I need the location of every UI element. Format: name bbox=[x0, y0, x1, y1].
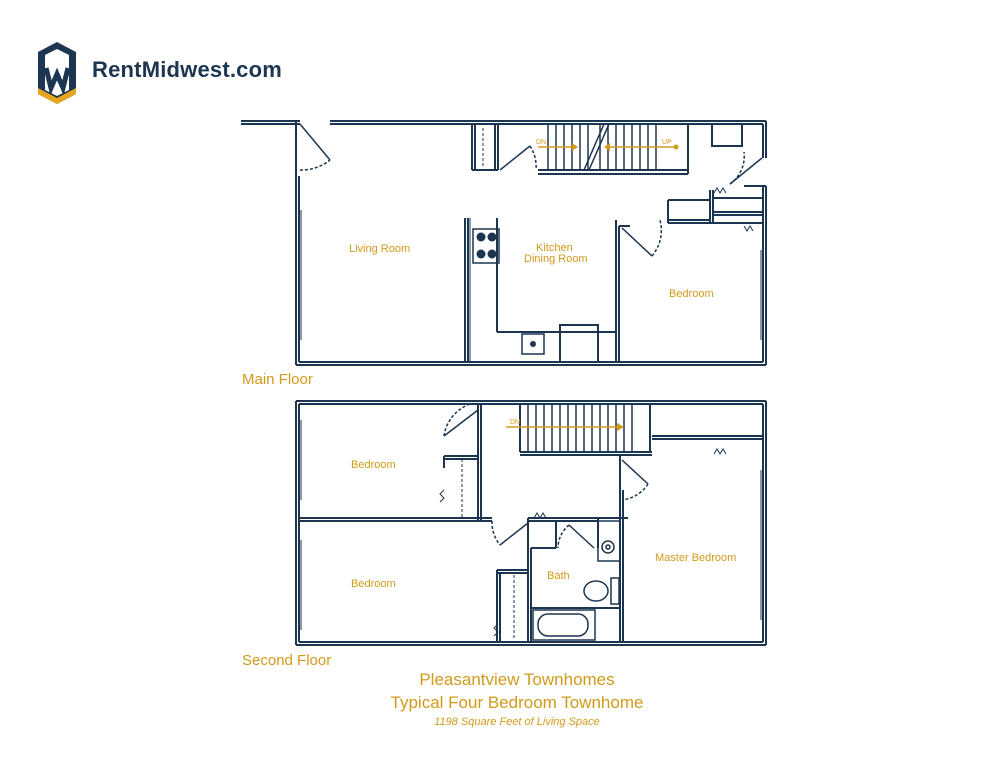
room-label-living-room: Living Room bbox=[349, 243, 411, 255]
room-label-bedroom-2: Bedroom bbox=[351, 578, 396, 590]
room-label-bath: Bath bbox=[547, 570, 570, 582]
square-footage-note: 1198 Square Feet of Living Space bbox=[434, 716, 600, 728]
floor-label-second: Second Floor bbox=[242, 652, 332, 669]
stair-down-label-main: DN bbox=[536, 139, 547, 146]
stove-icon bbox=[472, 228, 500, 264]
second-floor-windows bbox=[300, 420, 762, 630]
second-floor-walls bbox=[295, 400, 767, 646]
stair-up-arrow-main bbox=[604, 143, 679, 151]
main-floor-windows bbox=[300, 210, 762, 340]
room-label-bedroom-1: Bedroom bbox=[351, 459, 396, 471]
second-floor-doors bbox=[439, 403, 727, 637]
room-label-master-bedroom: Master Bedroom bbox=[655, 552, 737, 564]
room-label-main-bedroom: Bedroom bbox=[669, 288, 714, 300]
property-title: Pleasantview Townhomes bbox=[419, 670, 615, 689]
brand-name: RentMidwest.com bbox=[92, 57, 283, 82]
stair-down-arrow-main bbox=[538, 143, 578, 151]
second-floor-stair-treads bbox=[527, 404, 633, 452]
floor-label-main: Main Floor bbox=[242, 371, 313, 388]
main-floor-doors bbox=[299, 123, 763, 257]
room-label-kitchen: Kitchen bbox=[536, 242, 573, 254]
sink-drain-icon bbox=[530, 341, 536, 347]
stair-down-label-second: DN bbox=[510, 419, 521, 426]
unit-type-subtitle: Typical Four Bedroom Townhome bbox=[390, 693, 644, 712]
main-floor-walls bbox=[241, 120, 767, 366]
logo bbox=[32, 38, 314, 106]
bath-fixtures bbox=[532, 520, 621, 641]
room-label-dining-room: Dining Room bbox=[524, 253, 588, 265]
house-w-logo-icon bbox=[38, 42, 76, 104]
stair-down-arrow-second bbox=[506, 423, 624, 431]
stair-up-label-main: UP bbox=[662, 139, 672, 146]
